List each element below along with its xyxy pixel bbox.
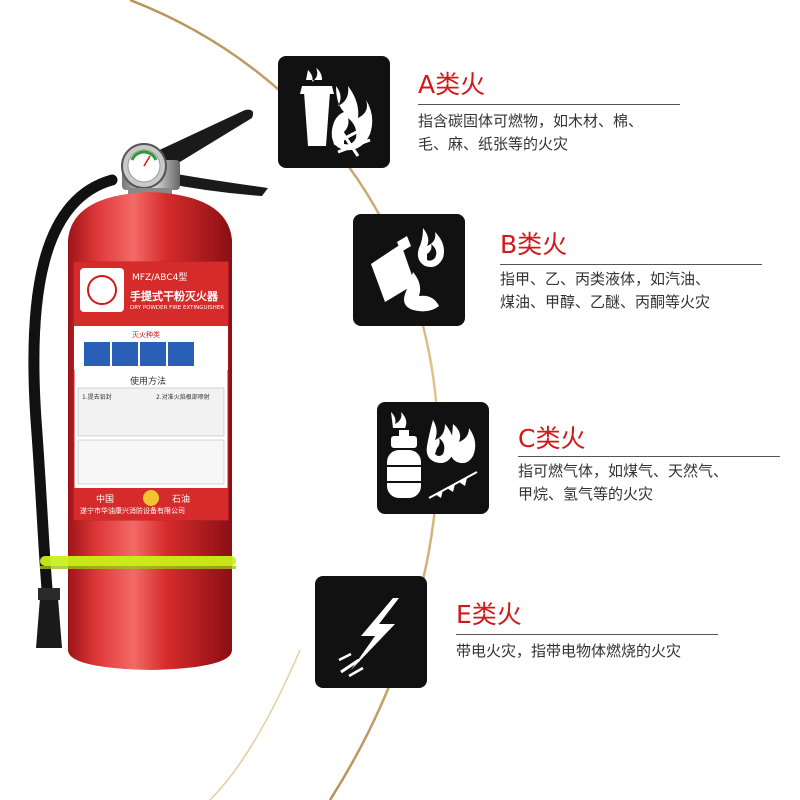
- fire-class-a-desc-line-2: 毛、麻、纸张等的火灾: [418, 135, 569, 153]
- product-name-en-text: DRY POWDER FIRE EXTINGUISHER: [130, 305, 225, 311]
- fire-class-c-desc-line-2: 甲烷、氢气等的火灾: [518, 485, 654, 503]
- fire-class-a-letter: A: [418, 70, 436, 99]
- fire-class-a-desc-line-1: 指含碳固体可燃物，如木材、棉、: [418, 112, 644, 130]
- burning-gas-icon: [377, 402, 489, 514]
- usage-step-2: 2.对准火焰根部喷射: [156, 394, 210, 401]
- fire-class-c-desc-line-1: 指可燃气体，如煤气、天然气、: [518, 462, 729, 480]
- fire-class-a-title: A类火: [418, 70, 485, 100]
- fire-class-b-suffix: 类火: [517, 230, 568, 259]
- brand-left-text: 中国: [96, 495, 115, 505]
- usage-step-1: 1.提去铅封: [82, 394, 112, 401]
- fire-class-b-letter: B: [500, 230, 518, 259]
- fire-class-a-suffix: 类火: [435, 70, 486, 99]
- fire-class-e-divider: [456, 634, 718, 635]
- fire-class-b-title: B类火: [500, 230, 567, 260]
- fire-class-a-divider: [418, 104, 680, 105]
- fire-class-c-divider: [518, 456, 780, 457]
- brand-right-text: 石油: [172, 495, 191, 505]
- fire-class-c-suffix: 类火: [535, 424, 586, 453]
- maker-text: 遂宁市华油康兴消防设备有限公司: [80, 507, 185, 515]
- fire-types-heading: 灭火种类: [132, 331, 160, 339]
- fire-class-b-desc-line-2: 煤油、甲醇、乙醚、丙酮等火灾: [500, 293, 711, 311]
- fire-class-c-title: C类火: [518, 424, 585, 454]
- usage-heading: 使用方法: [130, 377, 167, 387]
- burning-solid-icon: [278, 56, 390, 168]
- fire-class-b-divider: [500, 264, 762, 265]
- fire-class-e-desc-line-1: 带电火灾，指带电物体燃烧的火灾: [456, 642, 682, 660]
- electrical-fire-icon: [315, 576, 427, 688]
- fire-class-e-letter: E: [456, 600, 472, 629]
- fire-class-e-title: E类火: [456, 600, 522, 630]
- product-name-text: 手提式干粉灭火器: [130, 290, 218, 303]
- fire-class-e-suffix: 类火: [471, 600, 522, 629]
- fire-class-c-letter: C: [518, 424, 536, 453]
- burning-liquid-icon: [353, 214, 465, 326]
- fire-class-b-desc-line-1: 指甲、乙、丙类液体，如汽油、: [500, 270, 711, 288]
- model-text: MFZ/ABC4型: [132, 273, 188, 283]
